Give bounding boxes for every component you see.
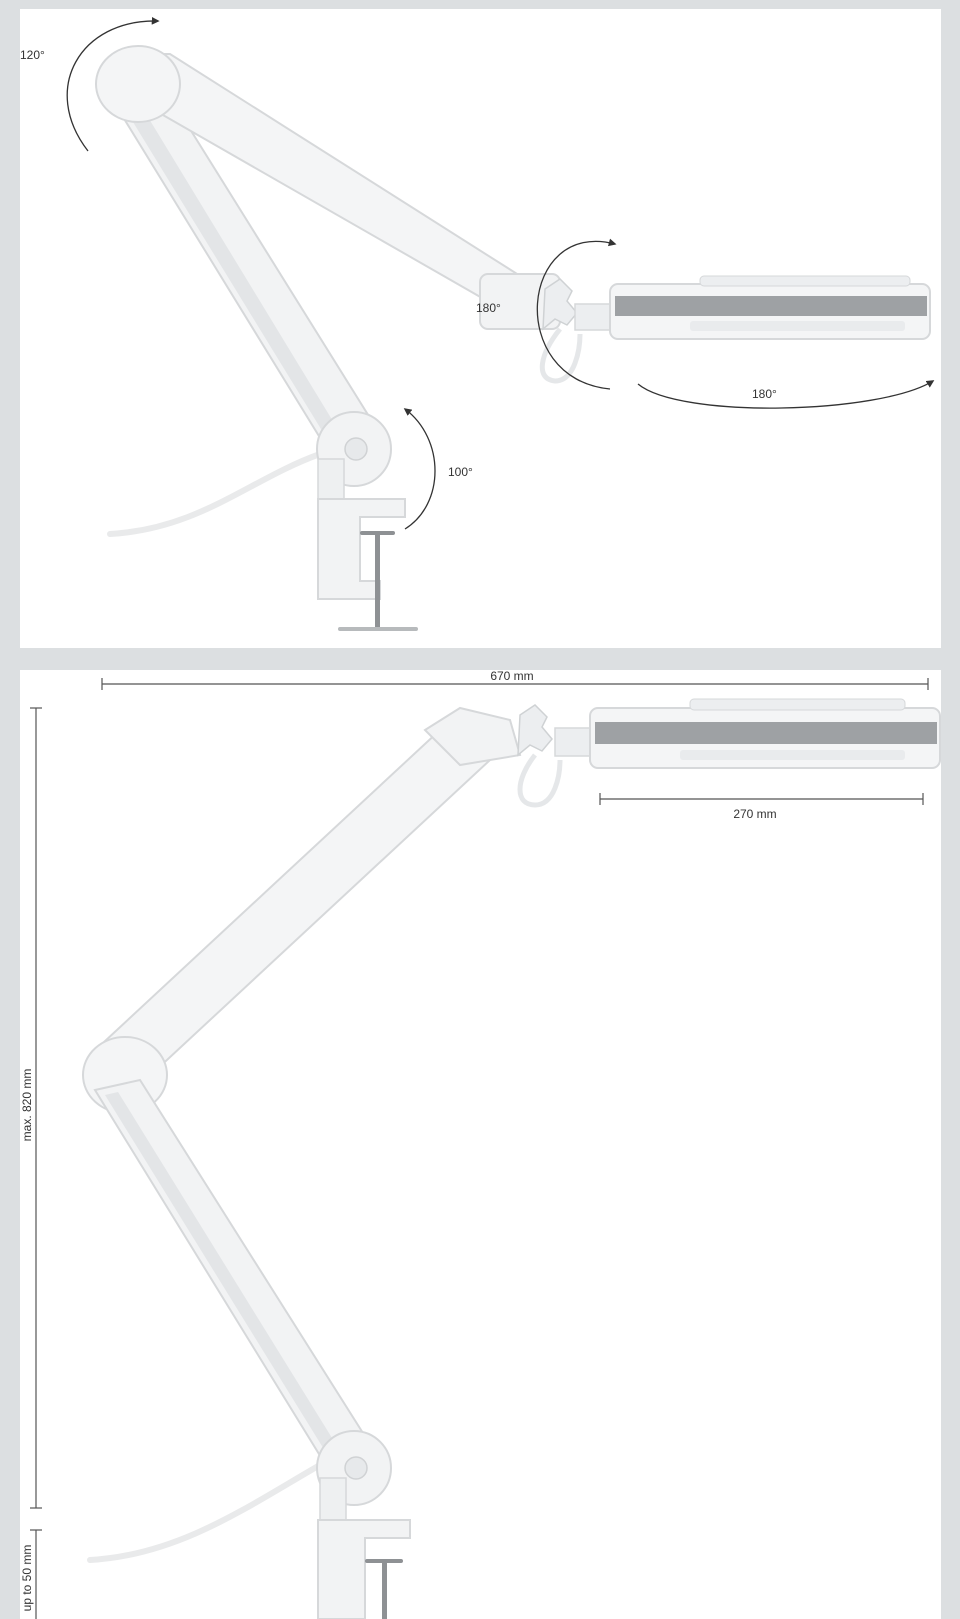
power-cable — [87, 1462, 323, 1563]
table-clamp — [317, 1519, 411, 1619]
rotation-arrow-upper-joint — [66, 16, 160, 152]
dimensions-diagram: 670 mm 270 mm max. 820 mm up to 50 mm — [20, 670, 941, 1619]
upper-arm — [95, 45, 527, 316]
dimensions-diagram-panel: 670 mm 270 mm max. 820 mm up to 50 mm — [20, 670, 941, 1619]
head-handle — [539, 327, 583, 384]
lower-arm — [93, 1078, 382, 1482]
magnifier-head — [589, 698, 941, 769]
label-rotation-upper-joint: 120° — [20, 48, 45, 62]
label-head-width: 270 mm — [733, 807, 776, 821]
rotation-arrow-lower-joint — [403, 408, 436, 530]
label-max-height: max. 820 mm — [20, 1069, 34, 1142]
upper-arm — [82, 728, 492, 1114]
magnifier-head — [609, 275, 931, 340]
label-rotation-head-swivel: 180° — [752, 387, 777, 401]
label-clamp-range: up to 50 mm — [20, 1545, 34, 1612]
power-cable — [107, 451, 323, 537]
head-joint — [423, 704, 596, 808]
base-joint — [316, 411, 392, 500]
base-joint — [316, 1430, 392, 1521]
rotation-diagram: 120° 100° 180° 180° — [20, 16, 935, 631]
rotation-arrow-head-joint — [536, 238, 617, 390]
rotation-diagram-panel: 120° 100° 180° 180° — [20, 9, 941, 648]
upper-joint-cap — [95, 45, 181, 123]
dimension-line-total-reach — [101, 678, 929, 690]
label-total-reach: 670 mm — [490, 670, 533, 683]
table-clamp — [317, 498, 418, 631]
dimension-line-max-height — [30, 707, 42, 1509]
dimension-line-head-width — [599, 793, 924, 805]
adjustment-knob — [542, 278, 578, 331]
label-rotation-head-joint: 180° — [476, 301, 501, 315]
label-rotation-lower-joint: 100° — [448, 465, 473, 479]
head-handle — [517, 753, 563, 808]
dimension-line-clamp-range — [30, 1529, 42, 1619]
adjustment-knob — [517, 704, 553, 757]
head-joint — [479, 273, 616, 384]
rotation-arrow-head-swivel — [637, 380, 935, 409]
